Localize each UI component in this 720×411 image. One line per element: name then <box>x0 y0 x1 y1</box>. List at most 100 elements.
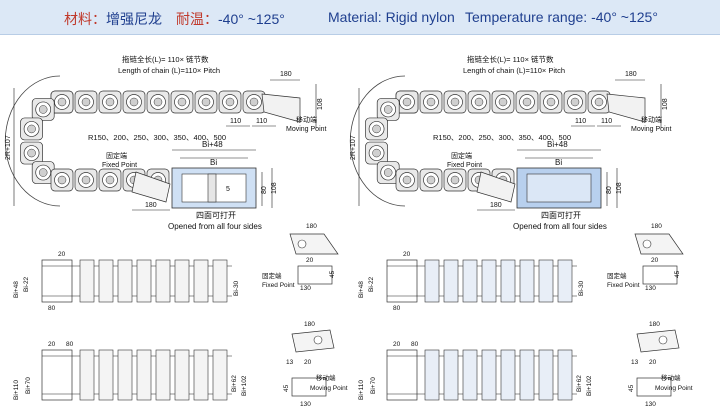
chain-link <box>98 90 122 114</box>
dimension-label: 110 <box>601 118 612 125</box>
link-pin <box>27 124 36 134</box>
moving-point-cn: 移动端 <box>661 373 681 382</box>
link-pin <box>225 97 235 107</box>
bracket-hole <box>297 239 307 249</box>
dimension-label: Bi+110 <box>13 380 20 400</box>
chain-link <box>365 117 388 141</box>
chain-link <box>50 90 74 114</box>
dimension-label: Bi+110 <box>358 380 365 400</box>
link-pin <box>249 97 259 107</box>
moving-end-bracket <box>606 93 646 123</box>
bracket-side-view <box>634 233 684 255</box>
link-pin <box>450 175 460 185</box>
chain-link <box>146 90 170 114</box>
chain-link <box>242 90 266 114</box>
top-view-link <box>193 349 209 401</box>
top-view-link <box>79 259 95 303</box>
opened-all-sides-cn: 四面可打开 <box>541 210 581 220</box>
top-view-link <box>557 349 573 401</box>
dimension-label: Bi+70 <box>370 377 377 394</box>
top-view-link <box>538 349 554 401</box>
link-pin <box>570 97 580 107</box>
dimension-label: 20 <box>651 257 659 264</box>
dimension-label: 20 <box>393 341 401 348</box>
cross-section-inner-width: Bi <box>555 158 562 167</box>
dimension-label: 80 <box>411 341 419 348</box>
fixed-point-en: Fixed Point <box>607 282 640 289</box>
material-en: Material: Rigid nylon <box>328 9 455 25</box>
dimension-label: 180 <box>280 71 292 78</box>
top-view-link <box>212 259 228 303</box>
dimension-label: Bi-30 <box>578 280 585 296</box>
chain-link <box>31 98 55 121</box>
chain-link <box>31 161 55 184</box>
chain-link <box>50 168 74 192</box>
bracket-plan-view <box>291 377 327 397</box>
moving-point-cn: 移动端 <box>316 373 336 382</box>
dimension-label: 80 <box>261 186 268 194</box>
dimension-label: 45 <box>628 384 635 392</box>
link-pin <box>426 175 436 185</box>
link-pin <box>81 97 91 107</box>
dimension-label: Bi-30 <box>233 280 240 296</box>
fixed-point-cn: 固定端 <box>106 151 127 160</box>
dimension-label: 80 <box>48 305 56 312</box>
dimension-label: 110 <box>230 118 241 125</box>
bracket-side-view <box>289 233 339 255</box>
moving-mount-plate <box>41 349 73 401</box>
link-pin <box>201 97 211 107</box>
fixed-point-en: Fixed Point <box>262 282 295 289</box>
dimension-label: 80 <box>66 341 74 348</box>
chain-link <box>443 168 467 192</box>
dimension-label: 20 <box>403 251 411 258</box>
moving-point-en: Moving Point <box>631 126 672 133</box>
moving-point-en: Moving Point <box>286 126 327 133</box>
dimension-label: Bi+102 <box>241 375 248 396</box>
dimension-label: 180 <box>651 223 662 230</box>
chain-link <box>74 90 98 114</box>
fixed-point-en: Fixed Point <box>447 162 482 169</box>
chain-link <box>419 90 443 114</box>
link-pin <box>105 175 115 185</box>
top-view-link <box>424 259 440 303</box>
temperature-en: Temperature range: -40° ~125° <box>465 9 658 25</box>
chain-length-en: Length of chain (L)=110× Pitch <box>118 66 220 75</box>
moving-mount-plate <box>386 349 418 401</box>
top-view-link <box>79 349 95 401</box>
cross-section-inner-width: Bi <box>210 158 217 167</box>
chain-link <box>419 168 443 192</box>
moving-point-en: Moving Point <box>655 385 693 392</box>
top-view-link <box>136 349 152 401</box>
moving-end-bracket <box>261 93 301 123</box>
top-view-link <box>500 259 516 303</box>
link-pin <box>57 175 67 185</box>
dimension-label: 13 <box>286 359 294 366</box>
link-pin <box>594 97 604 107</box>
dimension-label: 130 <box>645 285 656 292</box>
bracket-plan-view <box>297 265 333 285</box>
chain-link <box>491 90 515 114</box>
moving-point-cn: 移动端 <box>641 115 662 124</box>
chain-link <box>587 90 611 114</box>
chain-link <box>443 90 467 114</box>
link-pin <box>177 97 187 107</box>
chain-length-en: Length of chain (L)=110× Pitch <box>463 66 565 75</box>
dimension-label: 20 <box>304 359 312 366</box>
dimension-label: 45 <box>329 270 336 278</box>
opened-all-sides-en: Opened from all four sides <box>168 222 262 231</box>
bracket-hole <box>658 335 668 345</box>
top-view-link <box>424 349 440 401</box>
top-view-link <box>155 259 171 303</box>
chain-link <box>376 161 400 184</box>
dimension-label: 180 <box>649 321 660 328</box>
dimension-label: 110 <box>575 118 586 125</box>
link-pin <box>129 97 139 107</box>
top-view-link <box>481 349 497 401</box>
top-view-link <box>443 349 459 401</box>
top-view-link <box>155 349 171 401</box>
link-pin <box>153 97 163 107</box>
chain-link <box>74 168 98 192</box>
cross-section-width: Bi+48 <box>547 140 568 149</box>
chain-link <box>20 117 43 141</box>
